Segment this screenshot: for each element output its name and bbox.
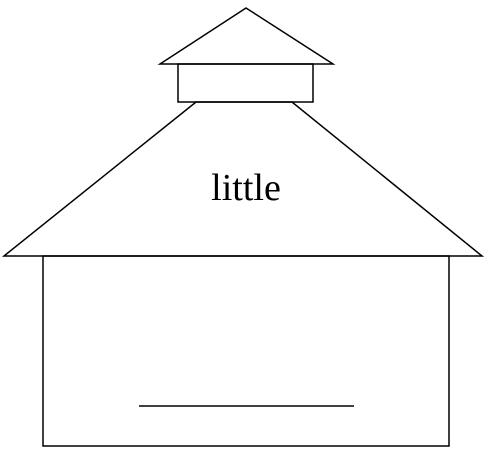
roof-word: little [211,167,281,209]
house-body [43,256,449,446]
cupola-box [178,64,313,102]
cupola-roof [160,8,333,64]
